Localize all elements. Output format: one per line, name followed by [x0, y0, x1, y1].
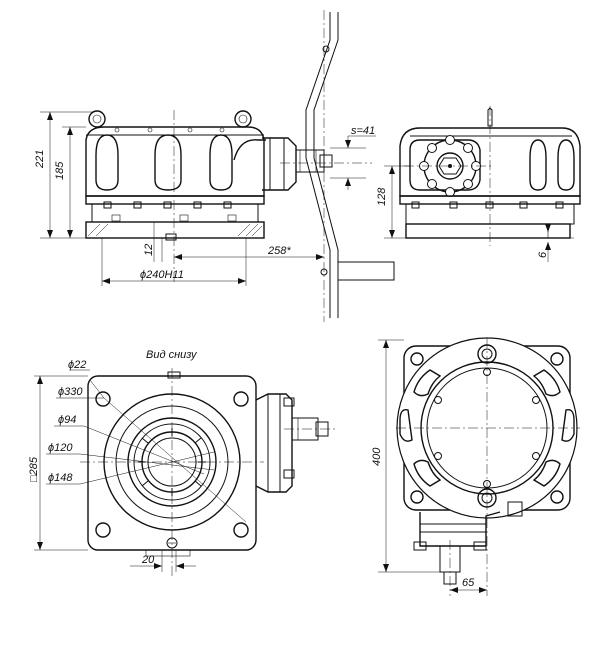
dim-sq285: □285 [28, 456, 40, 482]
bottom-view-label: Вид снизу [146, 349, 198, 361]
bottom-view-dimensions: ϕ22 ϕ330 ϕ94 ϕ120 ϕ148 □285 20 [28, 359, 247, 572]
dim-phi94: ϕ94 [58, 414, 76, 426]
dim-128: 128 [376, 187, 388, 206]
base-hatching [87, 223, 263, 237]
dim-s41: s=41 [351, 125, 375, 137]
dim-65: 65 [462, 577, 475, 589]
dim-phi148: ϕ148 [48, 472, 73, 484]
side-view-dimensions: 128 6 [376, 165, 574, 262]
dim-phi330: ϕ330 [58, 386, 83, 398]
dim-phi22: ϕ22 [68, 359, 86, 371]
dim-6: 6 [537, 251, 549, 258]
front-view-dimensions: 221 185 s=41 12 258* ϕ240H11 [34, 111, 376, 286]
dim-185: 185 [54, 161, 66, 180]
dim-20: 20 [141, 554, 155, 566]
dim-12: 12 [143, 244, 155, 256]
top-view [396, 337, 580, 596]
housing-ribs [399, 369, 575, 487]
dim-258: 258* [267, 245, 291, 257]
dim-221: 221 [34, 150, 46, 169]
flange-bolts [103, 201, 237, 222]
dim-phi120: ϕ120 [48, 442, 73, 454]
side-view [399, 106, 581, 246]
dim-240h11: ϕ240H11 [140, 269, 184, 281]
top-view-dimensions: 400 65 [371, 339, 487, 593]
front-view [85, 110, 372, 282]
valve-stem-outline [305, 10, 395, 322]
dim-400: 400 [371, 447, 383, 466]
bottom-view: Вид снизу [80, 349, 336, 578]
